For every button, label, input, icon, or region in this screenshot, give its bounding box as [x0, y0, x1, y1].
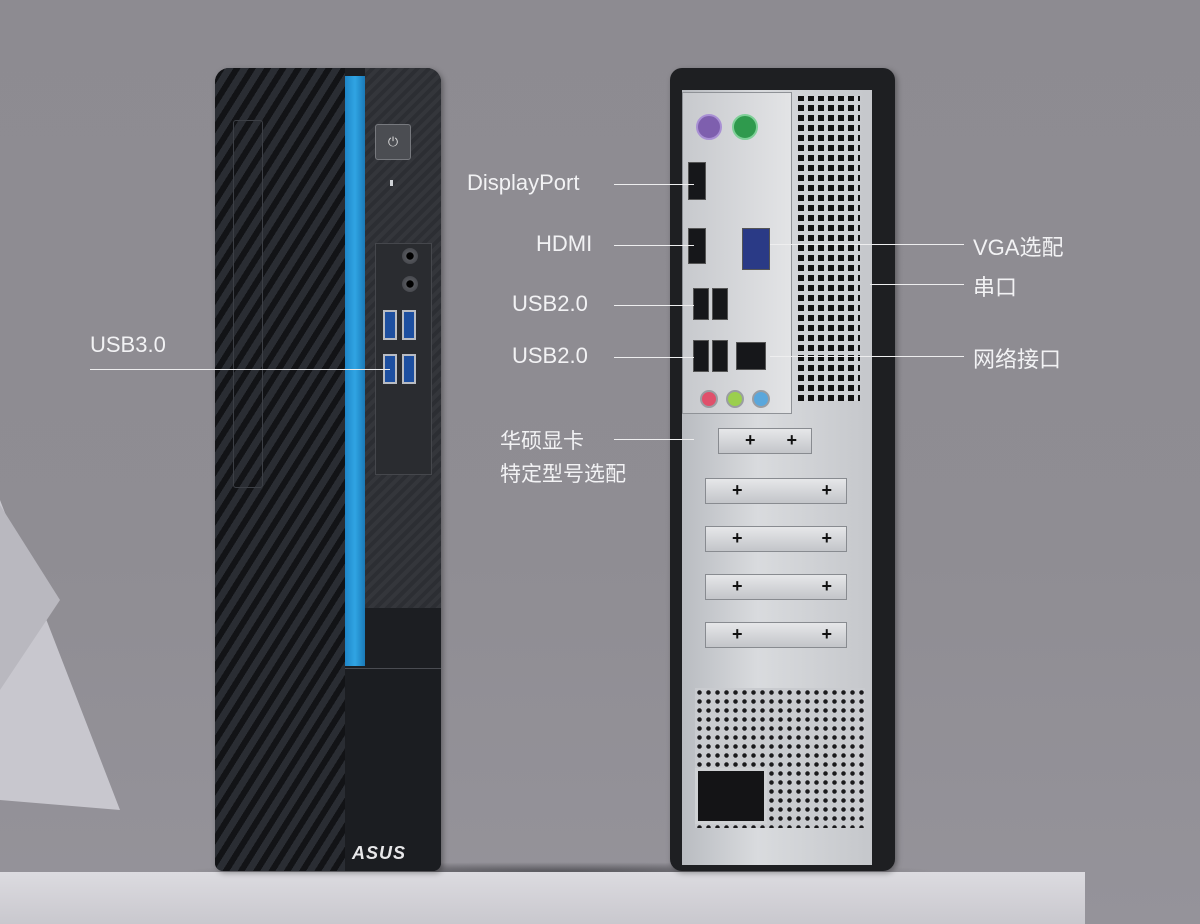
callout-line-serial [870, 284, 964, 285]
power-socket-icon [695, 768, 767, 824]
label-usb20-bottom: USB2.0 [512, 343, 588, 368]
callout-line-lan [770, 356, 964, 357]
label-gpu-line1: 华硕显卡 [500, 430, 584, 453]
callout-line-displayport [614, 184, 694, 185]
label-usb20-top: USB2.0 [512, 291, 588, 316]
floor-surface [0, 872, 1085, 924]
mic-jack-icon [402, 276, 418, 292]
rear-usb2-port-1 [693, 288, 709, 320]
gpu-slot-cover [718, 428, 812, 454]
label-displayport: DisplayPort [467, 170, 580, 195]
rear-usb2-port-4 [712, 340, 728, 372]
power-led [390, 180, 393, 186]
callout-line-vga [770, 244, 964, 245]
front-usb3-port-2 [402, 310, 416, 340]
ethernet-port [736, 342, 766, 370]
rear-usb2-port-3 [693, 340, 709, 372]
optical-drive-bay [233, 120, 263, 488]
headphone-jack-icon [402, 248, 418, 264]
asus-logo: ASUS [352, 843, 407, 863]
expansion-slot-2 [705, 526, 847, 552]
label-vga: VGA选配 [973, 235, 1064, 260]
rear-mic-jack [700, 390, 718, 408]
rear-usb2-port-2 [712, 288, 728, 320]
power-button-icon: ⏻ [375, 124, 411, 160]
front-usb3-port-4 [402, 354, 416, 384]
label-serial: 串口 [973, 275, 1018, 300]
expansion-slot-4 [705, 622, 847, 648]
ps2-mouse-port [732, 114, 758, 140]
label-front-usb30: USB3.0 [90, 332, 166, 357]
callout-line-hdmi [614, 245, 694, 246]
rear-linein-jack [752, 390, 770, 408]
rear-lineout-jack [726, 390, 744, 408]
expansion-slot-3 [705, 574, 847, 600]
callout-line-usb20-top [614, 305, 694, 306]
displayport-port [688, 162, 706, 200]
ps2-keyboard-port [696, 114, 722, 140]
label-gpu-line2: 特定型号选配 [500, 463, 626, 486]
rear-vent-grid [798, 96, 860, 401]
blue-accent-strip [345, 76, 365, 666]
front-stripe-panel [215, 68, 345, 871]
front-usb3-port-1 [383, 310, 397, 340]
callout-line-usb20-bottom [614, 357, 694, 358]
label-hdmi: HDMI [536, 231, 593, 256]
hdmi-port [688, 228, 706, 264]
front-lower-panel [345, 668, 441, 871]
expansion-slot-1 [705, 478, 847, 504]
callout-line-usb30 [90, 369, 390, 370]
label-lan: 网络接口 [973, 347, 1062, 372]
callout-line-gpu [614, 439, 694, 440]
background-triangle-shape [0, 500, 120, 810]
vga-port [742, 228, 770, 270]
